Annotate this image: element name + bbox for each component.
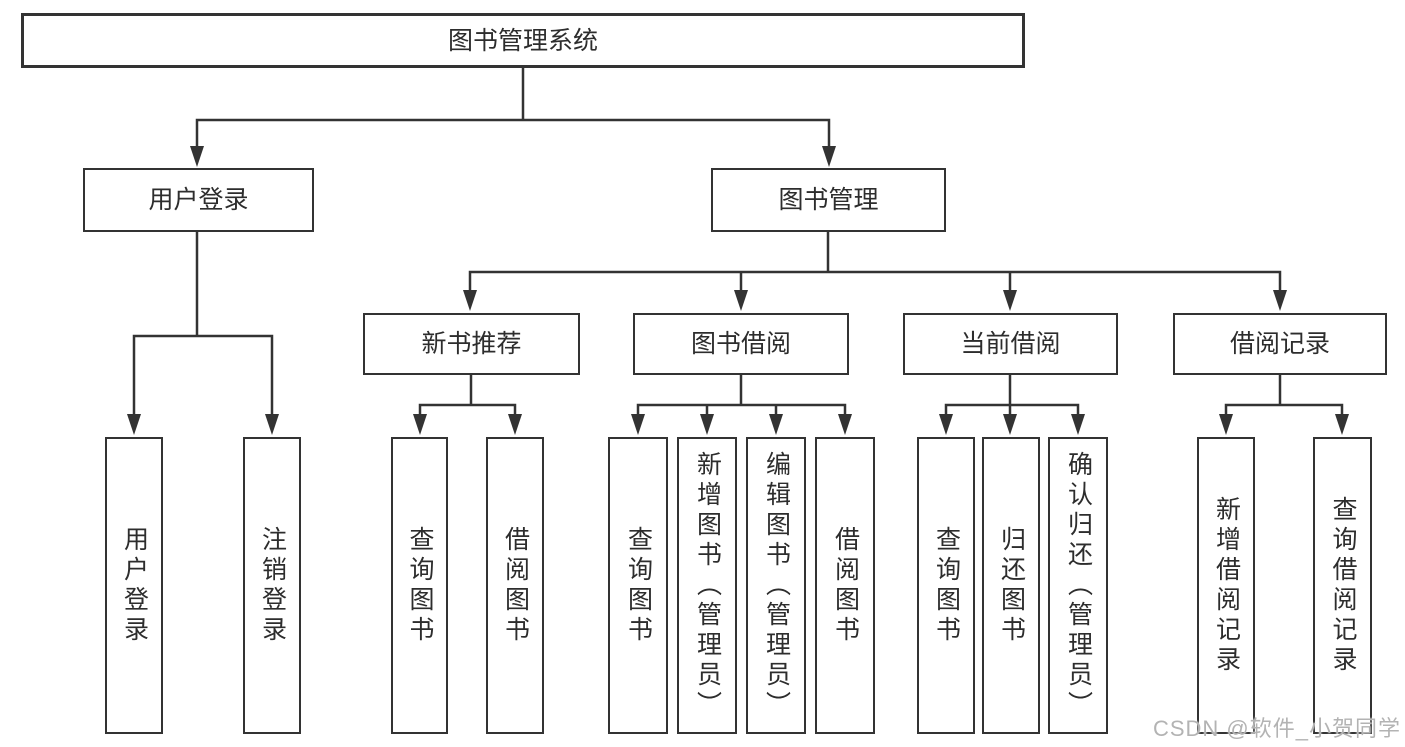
- leaf-borrow-query-books-label: 查询图书: [624, 525, 653, 646]
- leaf-query-borrow-record-label: 查询借阅记录: [1329, 495, 1357, 676]
- node-root-label: 图书管理系统: [447, 26, 598, 55]
- connector-borrow-to-leaves: [631, 375, 852, 435]
- leaf-logout: 注销登录: [243, 437, 301, 734]
- leaf-edit-books-admin: 编辑图书（管理员）: [746, 437, 806, 734]
- leaf-newbook-borrow-books: 借阅图书: [486, 437, 544, 734]
- leaf-return-books-label: 归还图书: [997, 525, 1026, 646]
- leaf-newbook-query-books-label: 查询图书: [406, 525, 434, 646]
- node-borrow-record: 借阅记录: [1173, 313, 1387, 375]
- connector-mgmt-to-level3: [463, 232, 1287, 311]
- connector-record-to-leaves: [1219, 375, 1349, 435]
- node-book-management: 图书管理: [711, 168, 946, 232]
- leaf-add-borrow-record-label: 新增借阅记录: [1212, 495, 1241, 676]
- node-user-login: 用户登录: [83, 168, 314, 232]
- leaf-confirm-return-admin: 确认归还（管理员）: [1048, 437, 1108, 734]
- leaf-add-books-admin-label: 新增图书（管理员）: [693, 450, 722, 721]
- leaf-edit-books-admin-label: 编辑图书（管理员）: [762, 450, 791, 721]
- leaf-borrow-books-label: 借阅图书: [831, 525, 860, 646]
- leaf-newbook-query-books: 查询图书: [391, 437, 448, 734]
- node-root: 图书管理系统: [21, 13, 1025, 68]
- node-current-borrow-label: 当前借阅: [960, 330, 1061, 358]
- leaf-newbook-borrow-books-label: 借阅图书: [501, 525, 530, 646]
- connector-newbook-to-leaves: [413, 375, 522, 435]
- leaf-user-login-label: 用户登录: [120, 525, 149, 646]
- leaf-current-query-books-label: 查询图书: [932, 525, 961, 646]
- node-book-borrow: 图书借阅: [633, 313, 849, 375]
- csdn-watermark: CSDN @软件_小贺同学: [1152, 716, 1401, 741]
- node-new-book-recommend-label: 新书推荐: [421, 330, 522, 358]
- leaf-borrow-query-books: 查询图书: [608, 437, 668, 734]
- connector-login-to-leaves: [127, 232, 279, 435]
- leaf-query-borrow-record: 查询借阅记录: [1313, 437, 1372, 734]
- node-new-book-recommend: 新书推荐: [363, 313, 580, 375]
- node-book-borrow-label: 图书借阅: [690, 330, 791, 358]
- leaf-confirm-return-admin-label: 确认归还（管理员）: [1064, 450, 1093, 721]
- connector-root-to-level2: [190, 68, 836, 167]
- node-book-management-label: 图书管理: [778, 186, 879, 214]
- leaf-user-login: 用户登录: [105, 437, 163, 734]
- leaf-add-borrow-record: 新增借阅记录: [1197, 437, 1255, 734]
- leaf-current-query-books: 查询图书: [917, 437, 975, 734]
- node-user-login-label: 用户登录: [148, 186, 249, 214]
- node-current-borrow: 当前借阅: [903, 313, 1118, 375]
- leaf-borrow-books: 借阅图书: [815, 437, 875, 734]
- connector-current-to-leaves: [939, 375, 1085, 435]
- leaf-return-books: 归还图书: [982, 437, 1040, 734]
- leaf-logout-label: 注销登录: [258, 525, 287, 646]
- node-borrow-record-label: 借阅记录: [1229, 330, 1330, 358]
- leaf-add-books-admin: 新增图书（管理员）: [677, 437, 737, 734]
